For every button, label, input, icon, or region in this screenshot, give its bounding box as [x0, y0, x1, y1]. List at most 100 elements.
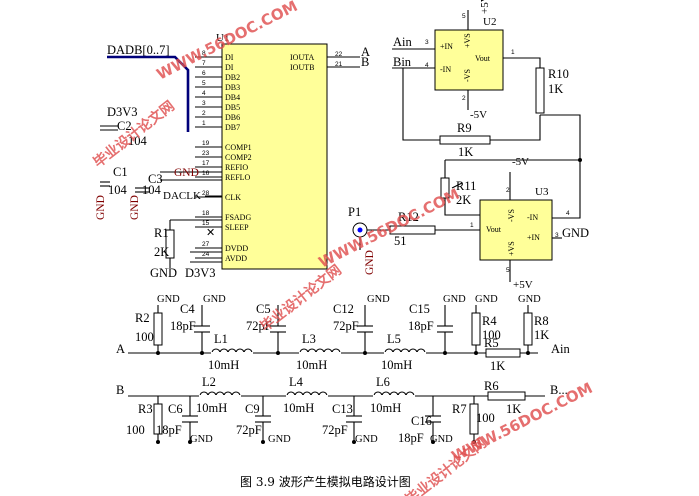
net-b-filter: B [116, 383, 124, 397]
l3-ref: L3 [302, 332, 316, 346]
u2-opamp: U2 +IN -IN Vout +VS -VS 3 4 1 5 2 +5V -5… [425, 0, 515, 121]
l6-ref: L6 [376, 375, 390, 389]
gnd-r8: GND [518, 294, 541, 305]
gnd-c9: GND [268, 434, 291, 445]
u1-pinnum: 17 [202, 160, 210, 167]
l3-val: 10mH [296, 358, 327, 372]
u1-pinnum: 6 [202, 70, 206, 77]
u3-pinnum-1: 1 [470, 222, 474, 229]
u1-pin-name: DI [225, 53, 234, 62]
c6-val: 18pF [156, 423, 182, 437]
u2-pinnum-5: 5 [462, 13, 466, 20]
u3-opamp: U3 -IN +IN Vout -VS +VS 2 4 3 1 5 -5V +5… [470, 156, 589, 291]
filter-b: B B... [116, 383, 568, 397]
l5-val: 10mH [381, 358, 412, 372]
watermark-cn-2: 毕业设计论文网 [257, 261, 345, 335]
u1-pinnum: 24 [202, 251, 210, 258]
r12-ref: R12 [398, 210, 419, 224]
u3-pos5: +5V [513, 279, 533, 291]
l1-ref: L1 [214, 332, 228, 346]
r2-ref: R2 [135, 311, 150, 325]
figure-caption: 图 3.9 波形产生模拟电路设计图 [240, 474, 411, 489]
net-a-u1: A [361, 45, 370, 59]
c12-val: 72pF [333, 319, 359, 333]
u1-pin-name: COMP1 [225, 143, 252, 152]
u1-pinnum: 2 [202, 110, 206, 117]
u1-out-pin-name: IOUTA [290, 53, 314, 62]
r8-ref: R8 [534, 314, 549, 328]
u1-pinnum: 19 [202, 140, 210, 147]
bout-net: B... [550, 383, 568, 397]
u2-pin-inp: +IN [440, 42, 453, 51]
watermark-url-2: WWW.56DOC.COM [316, 185, 463, 272]
u3-pinnum-5: 5 [506, 267, 510, 274]
u2-pinnum-1: 1 [511, 49, 515, 56]
u2-pinnum-4: 4 [425, 62, 429, 69]
c13-ref: C13 [332, 402, 353, 416]
u1-pinnum: 4 [202, 90, 206, 97]
c9-ref: C9 [245, 402, 260, 416]
u2-pos5: +5V [479, 0, 491, 14]
r3-val: 100 [126, 423, 145, 437]
u3-pinnum-2: 2 [506, 187, 510, 194]
u2-pin-vsp: +VS [463, 33, 472, 48]
dadb-bus-label: DADB[0..7] [107, 43, 170, 57]
u3-pin-a: -IN [527, 213, 538, 222]
u1-pin-name: DB6 [225, 113, 240, 122]
u1-pin-name: DB7 [225, 123, 240, 132]
u1-pin-name: DB4 [225, 93, 240, 102]
l4-val: 10mH [283, 401, 314, 415]
u1-pin-name: SLEEP [225, 223, 249, 232]
u2-neg5: -5V [470, 109, 487, 121]
r10-val: 1K [548, 82, 563, 96]
u1-pin-name: DVDD [225, 244, 248, 253]
c15-val: 18pF [408, 319, 434, 333]
c1-val: 104 [108, 183, 128, 197]
r7-ref: R7 [452, 402, 467, 416]
c15-ref: C15 [409, 302, 430, 316]
u1-pinnum: 28 [202, 190, 210, 197]
u1-pinnum: 5 [202, 80, 206, 87]
gnd-c13: GND [355, 434, 378, 445]
net-a-filter: A [116, 342, 125, 356]
gnd-p1: GND [364, 250, 376, 275]
u1-pin-name: DB5 [225, 103, 240, 112]
c9-val: 72pF [236, 423, 262, 437]
u2-pinnum-2: 2 [462, 95, 466, 102]
c1-ref: C1 [113, 165, 128, 179]
u1-out-pin-num: 22 [335, 51, 343, 58]
l2-ref: L2 [202, 375, 216, 389]
u1-pinnum: 3 [202, 100, 206, 107]
u3-gnd: GND [562, 226, 589, 240]
u1-pin-name: FSADG [225, 213, 251, 222]
gnd-c16: GND [430, 434, 453, 445]
l2-val: 10mH [196, 401, 227, 415]
l5-ref: L5 [387, 332, 401, 346]
u2-ref: U2 [483, 16, 496, 28]
u1-pinnum: 18 [202, 210, 210, 217]
gnd-r1: GND [150, 266, 177, 280]
gnd-r4: GND [475, 294, 498, 305]
r6-ref: R6 [484, 379, 499, 393]
filter-components: R2100GNDC418pFGNDL110mHC572pFL310mHC1272… [126, 294, 549, 445]
u1-pinnum: 8 [202, 50, 206, 57]
c16-val: 18pF [398, 431, 424, 445]
u2-pinnum-3: 3 [425, 39, 429, 46]
r11-val: 2K [456, 193, 471, 207]
d3v3-net-bottom: D3V3 [185, 266, 216, 280]
u3-pinnum-4: 4 [566, 210, 570, 217]
r6-val: 1K [506, 402, 521, 416]
u3-pin-b: +IN [527, 233, 540, 242]
r9-val: 1K [458, 145, 473, 159]
u3-pin-vsp: +VS [507, 241, 516, 256]
c2-ref: C2 [117, 119, 132, 133]
u3-neg5: -5V [512, 156, 529, 168]
l4-ref: L4 [289, 375, 304, 389]
u1-pin-name: CLK [225, 193, 241, 202]
c6-ref: C6 [168, 402, 183, 416]
r8-val: 1K [534, 328, 549, 342]
c4-val: 18pF [170, 319, 196, 333]
u1-pin-name: DB2 [225, 73, 240, 82]
